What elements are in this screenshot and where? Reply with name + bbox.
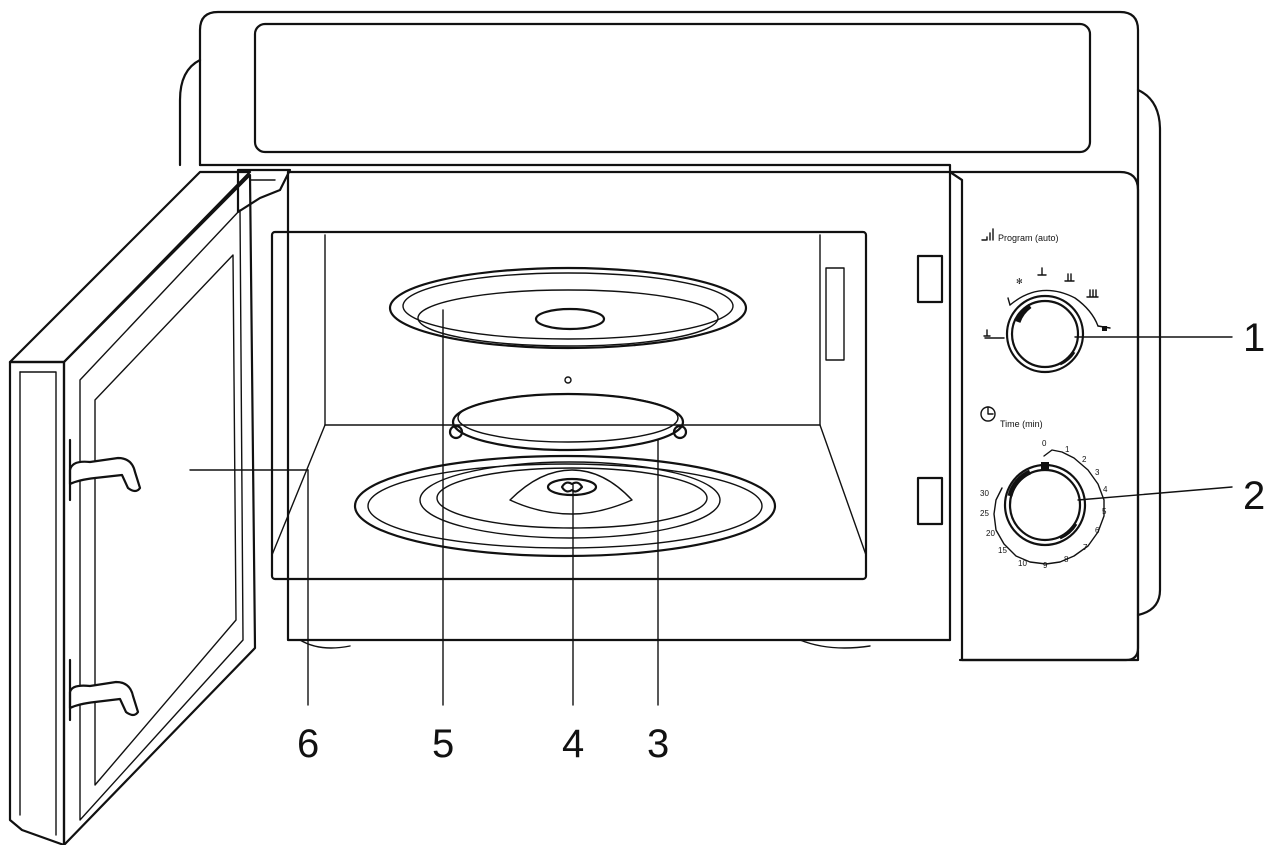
time-dial-number: 15 <box>998 546 1007 555</box>
time-label: Time (min) <box>1000 419 1043 429</box>
program-icons: ✻ <box>983 267 1107 337</box>
program-knob[interactable] <box>1005 294 1085 374</box>
power-bars-icon <box>981 228 994 241</box>
top-recess <box>253 22 1092 154</box>
door-latch-top <box>68 456 142 493</box>
time-dial-scale: 0 1 2 3 4 5 6 7 8 9 10 15 20 25 30 <box>980 439 1108 570</box>
glass-turntable <box>388 266 748 350</box>
waveguide-cover <box>825 267 845 361</box>
program-label-group: Program (auto) <box>981 228 1059 243</box>
callout-2: 2 <box>1243 474 1265 518</box>
callout-6: 6 <box>297 722 319 766</box>
time-dial-number: 7 <box>1083 543 1088 552</box>
cabinet <box>178 10 1162 662</box>
door <box>8 168 292 845</box>
time-dial-number: 30 <box>980 489 989 498</box>
time-dial-number: 1 <box>1065 445 1070 454</box>
power-level-icon <box>1086 289 1099 298</box>
defrost-icon: ✻ <box>1016 277 1023 286</box>
power-level-icon <box>983 329 991 337</box>
power-level-icon <box>1064 273 1075 282</box>
time-knob[interactable] <box>1003 462 1087 547</box>
callout-3: 3 <box>647 722 669 766</box>
time-dial-number: 10 <box>1018 559 1027 568</box>
time-dial-number: 6 <box>1095 526 1100 535</box>
power-level-icon <box>1102 326 1107 331</box>
time-dial-number: 20 <box>986 529 995 538</box>
coupler <box>560 481 584 493</box>
callout-4: 4 <box>562 722 584 766</box>
time-dial-number: 3 <box>1095 468 1100 477</box>
door-latch-bottom <box>68 680 140 717</box>
cavity <box>270 230 868 581</box>
time-dial-number: 5 <box>1102 507 1107 516</box>
leader-line-2 <box>1077 486 1233 501</box>
time-dial-number: 4 <box>1103 485 1108 494</box>
callout-labels: 1 2 3 4 5 6 <box>297 316 1265 766</box>
time-label-group: Time (min) <box>980 406 1043 429</box>
callout-1: 1 <box>1243 316 1265 360</box>
power-level-icon <box>1037 267 1047 276</box>
roller-ring <box>448 376 688 452</box>
leader-lines <box>189 309 1233 706</box>
turntable-support <box>353 454 777 558</box>
time-dial-number: 9 <box>1043 561 1048 570</box>
control-panel: Program (auto) ✻ Time (min) <box>948 170 1140 662</box>
time-dial-number: 8 <box>1064 555 1069 564</box>
time-dial-number: 2 <box>1082 455 1087 464</box>
time-dial-number: 0 <box>1042 439 1047 448</box>
program-label: Program (auto) <box>998 233 1059 243</box>
time-dial-number: 25 <box>980 509 989 518</box>
callout-5: 5 <box>432 722 454 766</box>
latch-slots <box>916 254 944 526</box>
